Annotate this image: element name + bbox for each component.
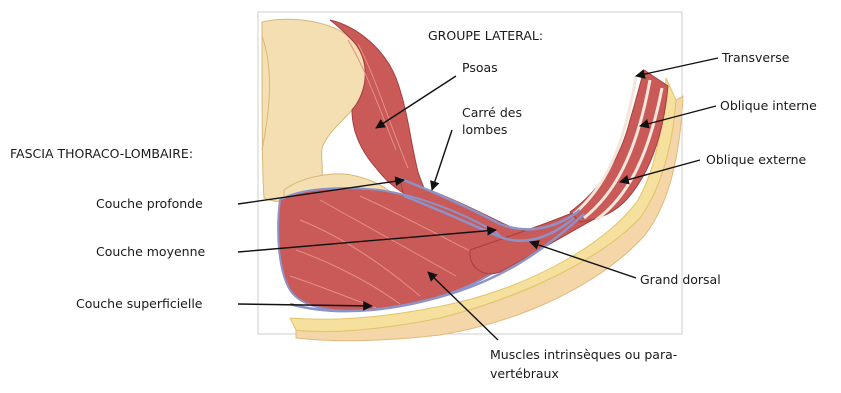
label-groupe-lateral: GROUPE LATERAL:	[428, 28, 543, 43]
label-couche-profonde: Couche profonde	[96, 196, 203, 211]
label-oblique-interne: Oblique interne	[720, 98, 817, 113]
label-muscles-line2: vertébraux	[490, 366, 559, 381]
label-transverse: Transverse	[721, 50, 790, 65]
label-carre-line1: Carré des	[462, 105, 522, 120]
label-fascia: FASCIA THORACO-LOMBAIRE:	[10, 146, 193, 161]
label-couche-moyenne: Couche moyenne	[96, 244, 206, 259]
label-carre-line2: lombes	[462, 122, 507, 137]
label-oblique-externe: Oblique externe	[706, 152, 807, 167]
label-grand-dorsal: Grand dorsal	[640, 272, 721, 287]
label-psoas: Psoas	[462, 60, 498, 75]
label-couche-superficielle: Couche superficielle	[76, 296, 203, 311]
label-muscles-line1: Muscles intrinsèques ou para-	[490, 347, 677, 362]
